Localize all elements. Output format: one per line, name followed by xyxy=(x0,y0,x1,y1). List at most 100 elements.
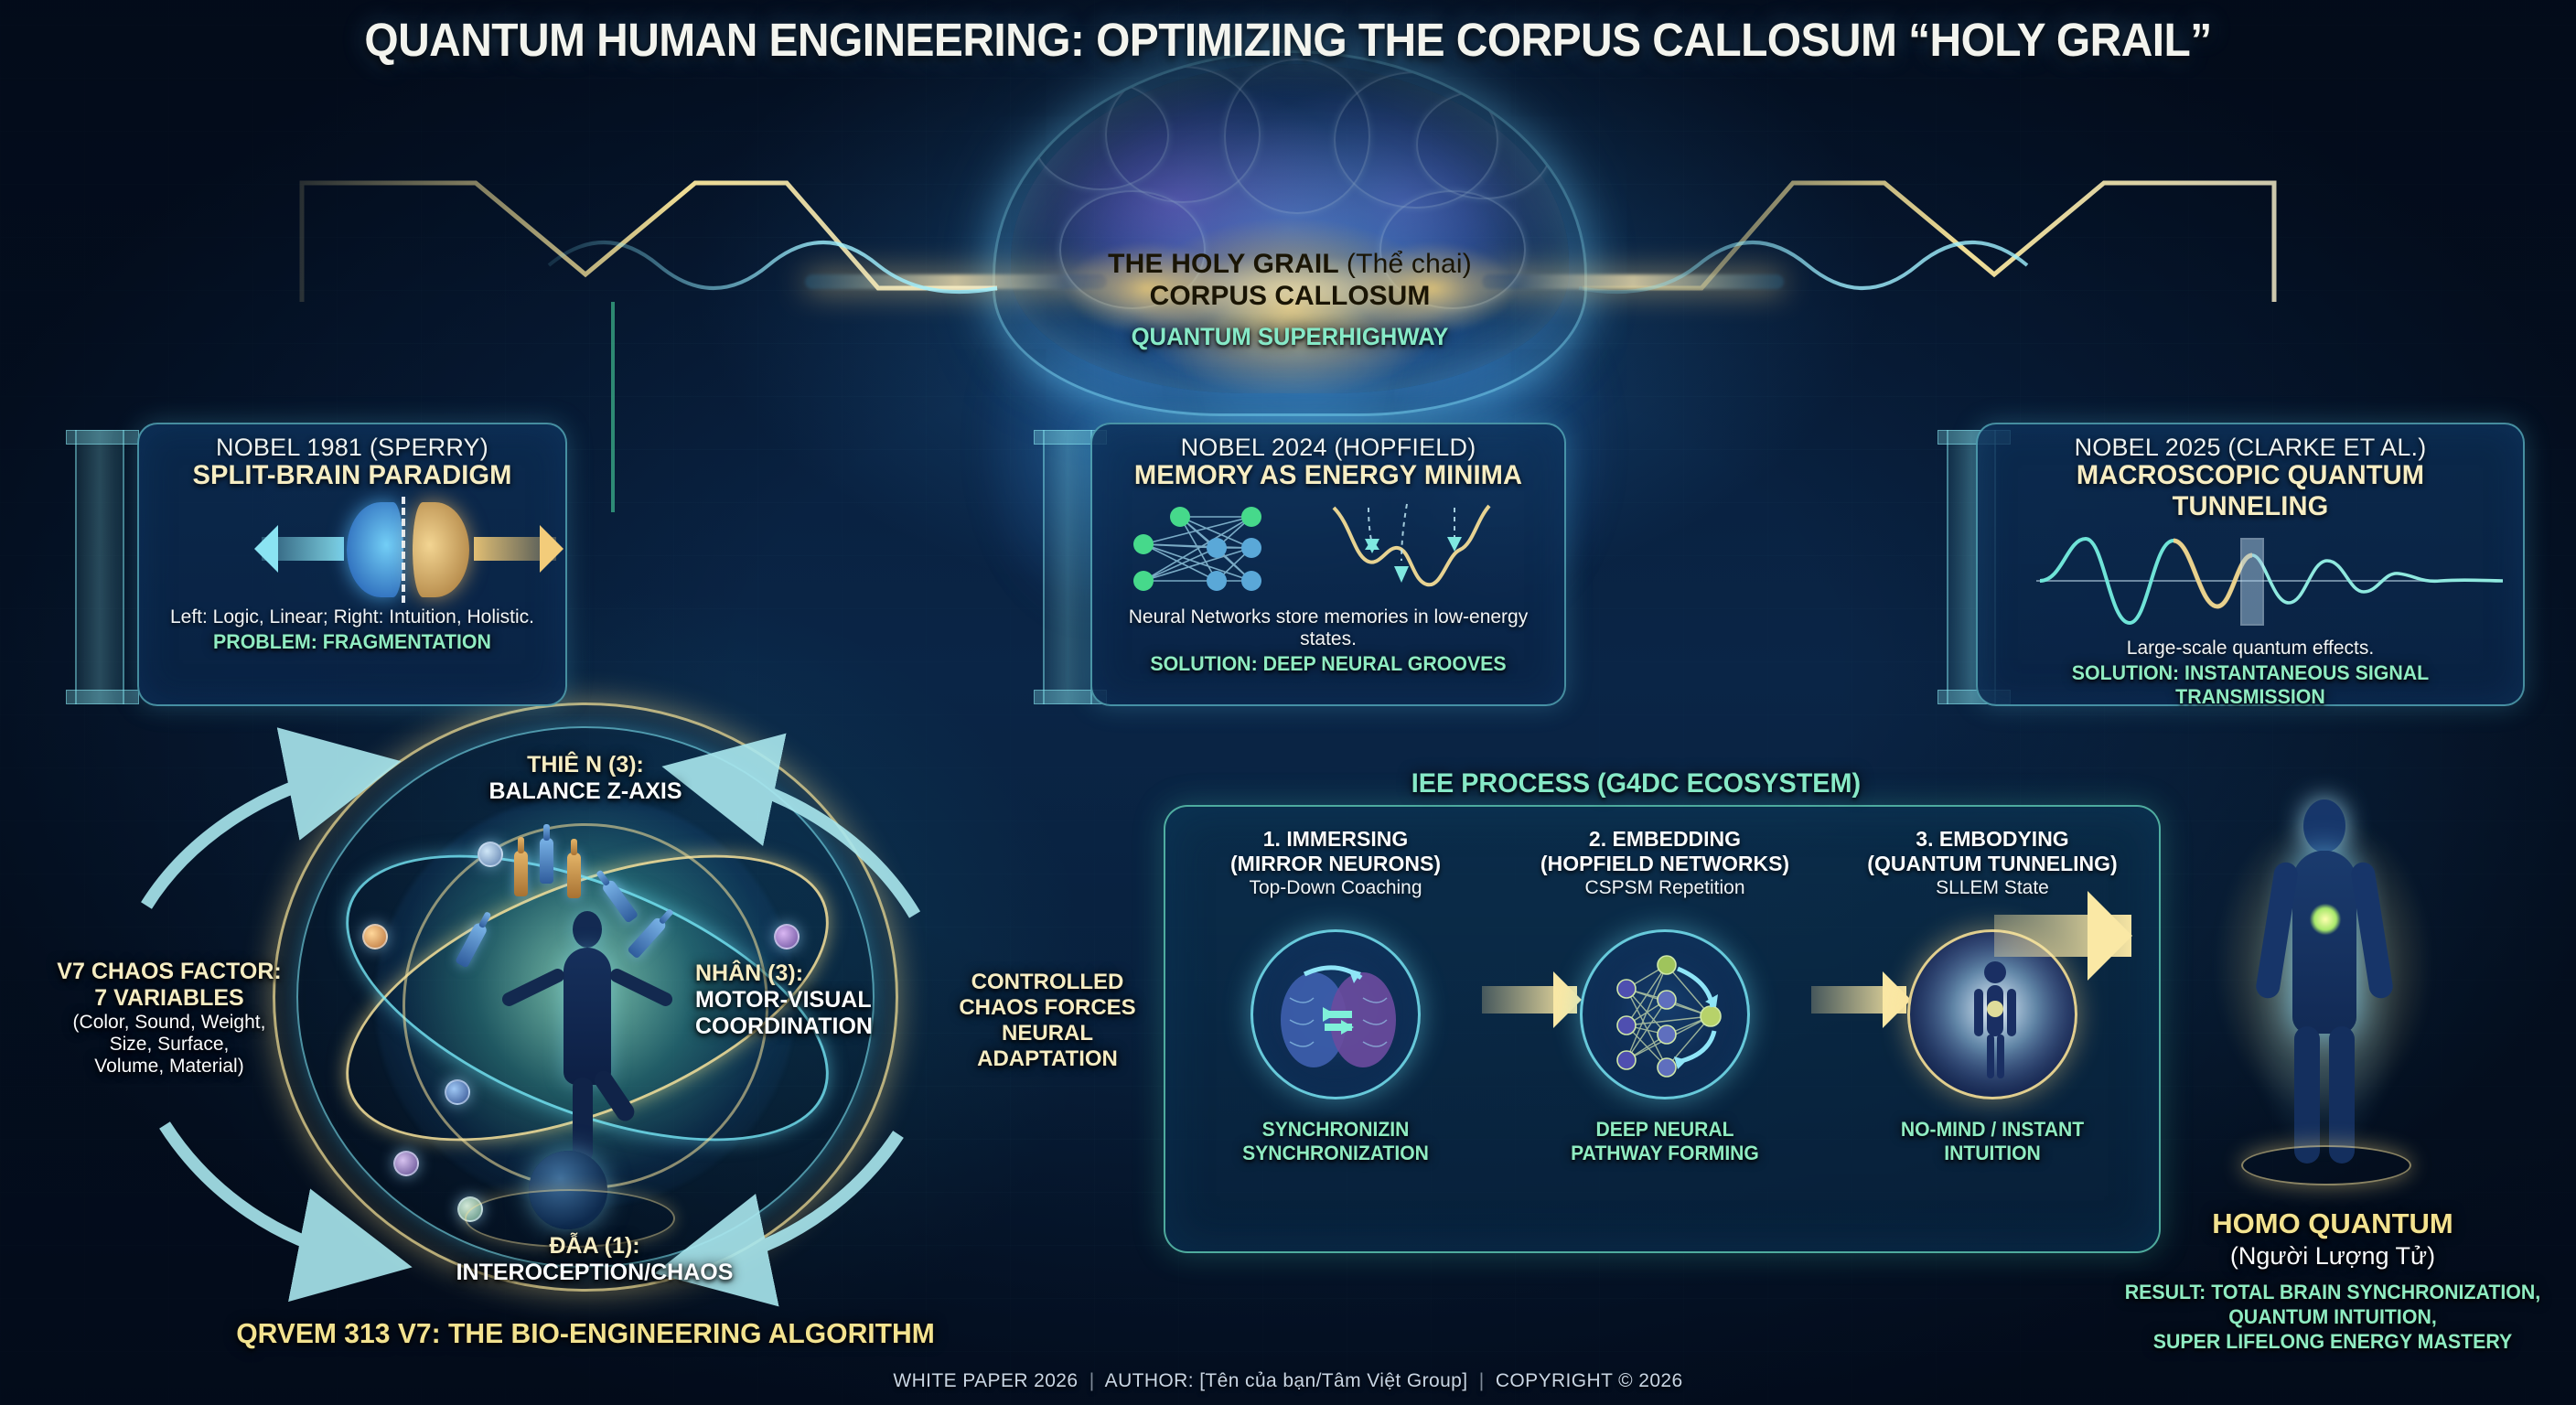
quantum-superhighway-text: QUANTUM SUPERHIGHWAY xyxy=(1131,323,1449,350)
card-subtitle: MACROSCOPIC QUANTUM TUNNELING xyxy=(2076,460,2425,521)
split-brain-diagram xyxy=(152,497,564,603)
right-hemisphere-icon xyxy=(413,502,469,597)
chaos-title-line-1: V7 CHAOS FACTOR: xyxy=(57,959,282,984)
chaos-forces-line-2: CHAOS FORCES xyxy=(959,995,1136,1020)
footer-credits: WHITE PAPER 2026 | AUTHOR: [Tên của bạn/… xyxy=(0,1370,2576,1392)
controlled-chaos-label: CONTROLLED CHAOS FORCES NEURAL ADAPTATIO… xyxy=(942,970,1153,1072)
card-note: Left: Logic, Linear; Right: Intuition, H… xyxy=(169,606,535,627)
arrow-left-icon xyxy=(254,525,344,573)
neural-network-icon xyxy=(1580,929,1750,1099)
chaos-forces-line-4: ADAPTATION xyxy=(977,1046,1118,1071)
caption-line-2: INTUITION xyxy=(1944,1141,2041,1164)
caption-line-2: PATHWAY FORMING xyxy=(1571,1141,1759,1164)
step-caption: SYNCHRONIZIN SYNCHRONIZATION xyxy=(1195,1118,1476,1165)
chaos-vars-line-3: Volume, Material) xyxy=(94,1056,244,1077)
dia-line-1: ĐẪA (1): xyxy=(549,1233,640,1259)
step-heading: 1. IMMERSING xyxy=(1262,827,1409,851)
step-paren: (QUANTUM TUNNELING) xyxy=(1867,852,2118,875)
card-verdict: PROBLEM: FRAGMENTATION xyxy=(213,630,491,653)
homo-quantum-figure xyxy=(2086,750,2561,1226)
left-hemisphere-icon xyxy=(347,502,403,597)
corpus-callosum-label: THE HOLY GRAIL (Thể chai) CORPUS CALLOSU… xyxy=(1052,249,1528,351)
chaos-factor-label: V7 CHAOS FACTOR: 7 VARIABLES (Color, Sou… xyxy=(27,959,311,1078)
homo-quantum-result: RESULT: TOTAL BRAIN SYNCHRONIZATION, QUA… xyxy=(2084,1281,2576,1354)
nobel-card-1981-sperry: NOBEL 1981 (SPERRY) SPLIT-BRAIN PARADIGM… xyxy=(137,423,567,706)
card-verdict: SOLUTION: INSTANTANEOUS SIGNAL TRANSMISS… xyxy=(2071,661,2430,708)
nhan-line-3: COORDINATION xyxy=(695,1014,873,1039)
step-detail: CSPSM Repetition xyxy=(1584,877,1745,898)
step-heading: 3. EMBODYING xyxy=(1916,827,2069,851)
corpus-callosum-text: CORPUS CALLOSUM xyxy=(1149,281,1431,311)
nobel-card-2025-clarke: NOBEL 2025 (CLARKE ET AL.) MACROSCOPIC Q… xyxy=(1976,423,2525,708)
dual-brain-sync-icon xyxy=(1250,929,1421,1099)
figure-base-platform xyxy=(2241,1145,2411,1185)
step-paren: (MIRROR NEURONS) xyxy=(1230,852,1441,875)
homo-quantum-label: HOMO QUANTUM (Người Lượng Tử) xyxy=(2095,1207,2571,1271)
step-detail: Top-Down Coaching xyxy=(1249,877,1422,898)
result-line-3: SUPER LIFELONG ENERGY MASTERY xyxy=(2152,1329,2513,1353)
hopfield-diagram xyxy=(1105,497,1551,603)
iee-step-1: 1. IMMERSING (MIRROR NEURONS) Top-Down C… xyxy=(1189,827,1482,1164)
caption-line-1: SYNCHRONIZIN xyxy=(1261,1118,1410,1141)
process-arrow-2 xyxy=(1811,971,1911,1028)
result-line-1: RESULT: TOTAL BRAIN SYNCHRONIZATION, xyxy=(2124,1281,2541,1303)
chaos-vars-line-1: (Color, Sound, Weight, xyxy=(72,1012,266,1033)
chaos-forces-line-1: CONTROLLED xyxy=(971,970,1124,994)
split-divider xyxy=(402,497,405,603)
final-transformation-arrow xyxy=(1994,891,2132,981)
nhan-line-2: MOTOR-VISUAL xyxy=(695,987,872,1013)
figure-torso xyxy=(2292,851,2356,1034)
card-verdict: SOLUTION: DEEP NEURAL GROOVES xyxy=(1150,652,1507,675)
footer-separator-2: | xyxy=(1478,1370,1485,1391)
figure-head xyxy=(2303,799,2345,853)
card-subtitle: SPLIT-BRAIN PARADIGM xyxy=(192,460,512,490)
dia-line-2: INTEROCEPTION/CHAOS xyxy=(456,1260,734,1285)
figure-leg-left xyxy=(2294,1026,2320,1164)
pillar-left-decoration xyxy=(66,430,139,704)
chaos-vars-line-2: Size, Surface, xyxy=(109,1034,230,1055)
step-caption: NO-MIND / INSTANT INTUITION xyxy=(1852,1118,2132,1165)
result-line-2: QUANTUM INTUITION, xyxy=(2228,1304,2437,1328)
iee-process-panel: 1. IMMERSING (MIRROR NEURONS) Top-Down C… xyxy=(1164,805,2161,1253)
card-header: NOBEL 1981 (SPERRY) xyxy=(216,434,488,461)
chaos-title-line-2: 7 VARIABLES xyxy=(94,985,244,1011)
thien-label: THIÊ N (3): BALANCE Z-AXIS xyxy=(430,752,741,805)
page-title: QUANTUM HUMAN ENGINEERING: OPTIMIZING TH… xyxy=(364,14,2212,66)
card-subtitle: MEMORY AS ENERGY MINIMA xyxy=(1133,460,1523,490)
caption-line-1: NO-MIND / INSTANT xyxy=(1900,1118,2085,1141)
thien-line-1: THIÊ N (3): xyxy=(527,752,644,778)
step-paren: (HOPFIELD NETWORKS) xyxy=(1540,852,1790,875)
tunneling-diagram xyxy=(1991,528,2510,634)
figure-leg-right xyxy=(2329,1026,2355,1164)
dia-label: ĐẪA (1): INTEROCEPTION/CHAOS xyxy=(439,1233,750,1286)
arrow-right-icon xyxy=(474,525,564,573)
iee-step-2: 2. EMBEDDING (HOPFIELD NETWORKS) CSPSM R… xyxy=(1519,827,1811,1164)
nhan-line-1: NHÂN (3): xyxy=(695,960,804,986)
footer-author: AUTHOR: [Tên của bạn/Tâm Việt Group] xyxy=(1104,1370,1468,1391)
holy-grail-text: THE HOLY GRAIL xyxy=(1108,249,1347,279)
iee-step-3: 3. EMBODYING (QUANTUM TUNNELING) SLLEM S… xyxy=(1846,827,2139,1164)
pillar-center-decoration xyxy=(1034,430,1107,704)
process-arrow-1 xyxy=(1482,971,1582,1028)
neural-network-icon xyxy=(1133,503,1491,591)
nhan-label: NHÂN (3): MOTOR-VISUAL COORDINATION xyxy=(695,960,970,1040)
footer-copyright: COPYRIGHT © 2026 xyxy=(1495,1370,1683,1391)
footer-separator-1: | xyxy=(1089,1370,1095,1391)
card-header: NOBEL 2024 (HOPFIELD) xyxy=(1180,434,1476,461)
thien-line-2: BALANCE Z-AXIS xyxy=(488,778,682,804)
nobel-card-2024-hopfield: NOBEL 2024 (HOPFIELD) MEMORY AS ENERGY M… xyxy=(1090,423,1566,706)
holy-grail-vietnamese: (Thể chai) xyxy=(1346,249,1472,279)
card-note: Neural Networks store memories in low-en… xyxy=(1128,606,1529,649)
step-caption: DEEP NEURAL PATHWAY FORMING xyxy=(1524,1118,1805,1165)
caption-line-2: SYNCHRONIZATION xyxy=(1242,1141,1429,1164)
quantum-tunneling-wave-icon xyxy=(2036,536,2504,626)
card-note: Large-scale quantum effects. xyxy=(2126,638,2375,659)
heart-energy-core xyxy=(2310,904,2341,935)
step-heading: 2. EMBEDDING xyxy=(1588,827,1742,851)
qrvem-caption: QRVEM 313 V7: THE BIO-ENGINEERING ALGORI… xyxy=(236,1317,935,1349)
homo-quantum-title: HOMO QUANTUM xyxy=(2212,1207,2453,1239)
iee-process-title: IEE PROCESS (G4DC ECOSYSTEM) xyxy=(1411,768,1862,799)
caption-line-1: DEEP NEURAL xyxy=(1595,1118,1734,1141)
homo-quantum-subtitle: (Người Lượng Tử) xyxy=(2229,1242,2436,1270)
